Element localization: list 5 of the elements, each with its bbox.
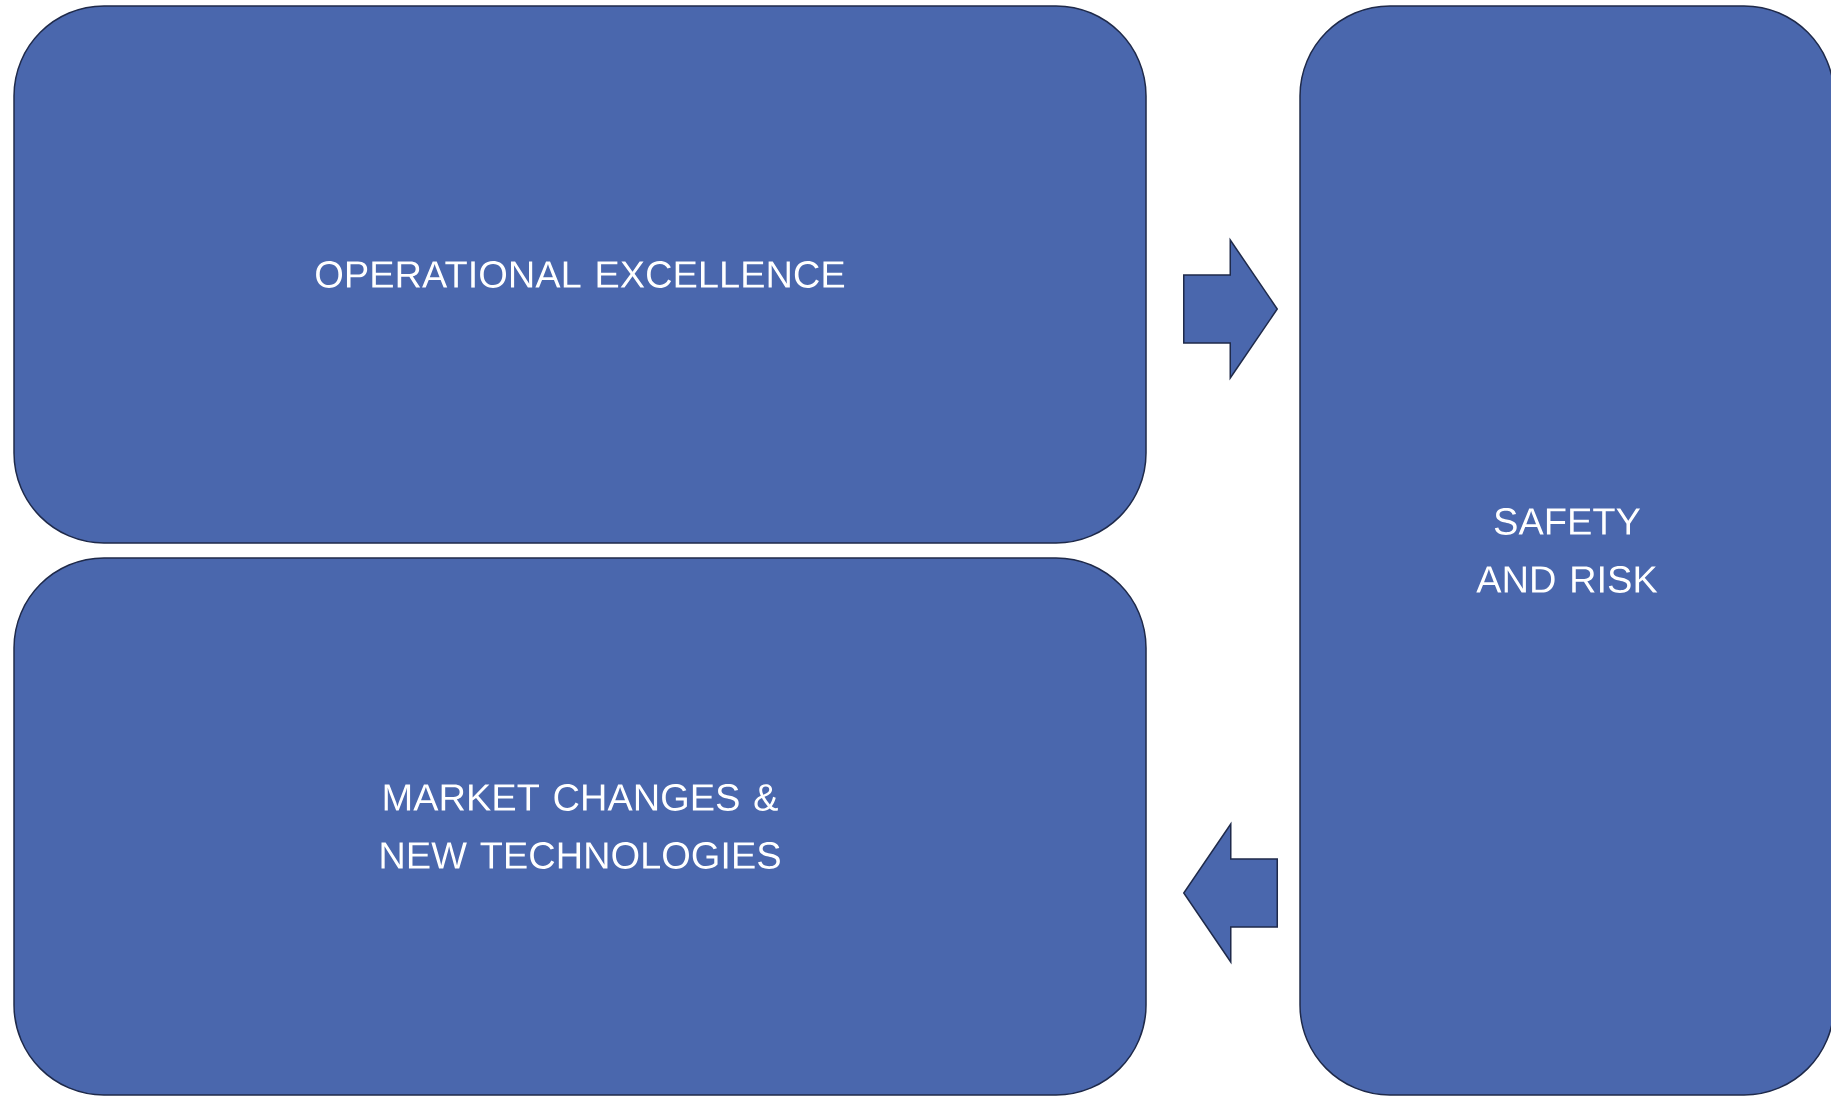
rounded-box: MARKET CHANGES & NEW TECHNOLOGIES	[13, 557, 1147, 1096]
rounded-box: OPERATIONAL EXCELLENCE	[13, 5, 1147, 544]
block-arrow	[1182, 821, 1278, 965]
block-arrow	[1183, 237, 1279, 381]
rounded-box: SAFETY AND RISK	[1299, 5, 1831, 1096]
